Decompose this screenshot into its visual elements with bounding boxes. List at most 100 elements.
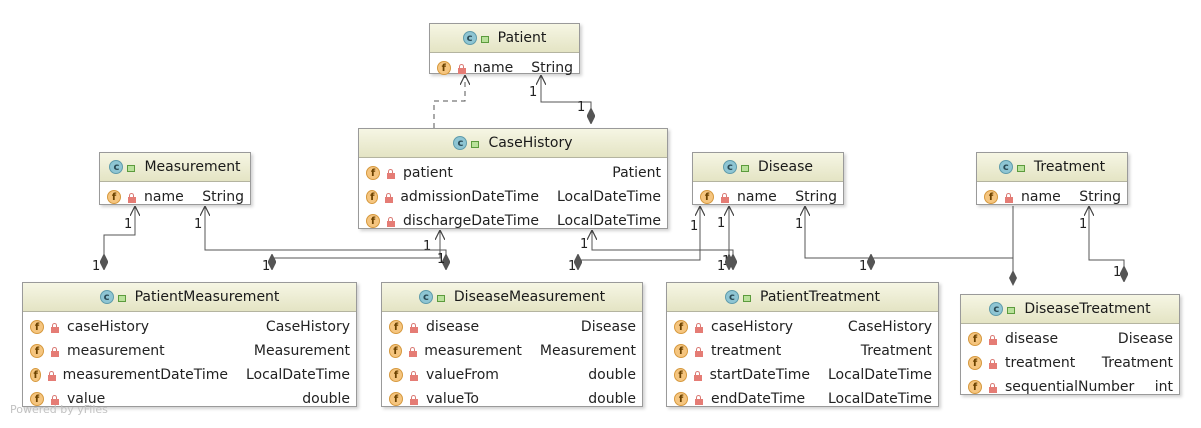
field-type: CaseHistory bbox=[265, 319, 350, 335]
field-type: LocalDateTime bbox=[827, 367, 932, 383]
field-name: name bbox=[144, 189, 184, 205]
rel-diseasetreatment-treatment[interactable]: 11 bbox=[1079, 206, 1124, 282]
rel-diseasemeasurement-measurement[interactable]: 11 bbox=[194, 206, 446, 270]
class-icon: c bbox=[99, 290, 114, 304]
field-name: measurement bbox=[424, 343, 522, 359]
source-multiplicity: 1 bbox=[92, 259, 100, 274]
rel-patientmeasurement-measurement[interactable]: 11 bbox=[92, 206, 135, 274]
field-name: admissionDateTime bbox=[400, 189, 539, 205]
field-name: sequentialNumber bbox=[1005, 379, 1135, 395]
lock-icon bbox=[410, 370, 419, 381]
rel-casehistory-patient[interactable]: 11 bbox=[529, 75, 591, 124]
source-multiplicity: 1 bbox=[717, 259, 725, 274]
field-type: Measurement bbox=[539, 343, 636, 359]
class-name: DiseaseMeasurement bbox=[453, 289, 606, 305]
rel-patientmeasurement-casehistory[interactable]: 11 bbox=[262, 230, 440, 274]
class-icon: c bbox=[722, 160, 737, 174]
lock-icon bbox=[51, 394, 60, 405]
class-icon: c bbox=[453, 136, 468, 150]
field-name: dischargeDateTime bbox=[403, 213, 539, 229]
lock-icon bbox=[695, 322, 704, 333]
rel-casehistory-patient-dependency[interactable] bbox=[433, 75, 465, 128]
field-type: LocalDateTime bbox=[556, 189, 661, 205]
source-multiplicity: 1 bbox=[577, 100, 585, 115]
field-name: name bbox=[737, 189, 777, 205]
field-type: int bbox=[1154, 379, 1173, 395]
class-icon: c bbox=[109, 160, 124, 174]
powered-by-label: Powered by yFiles bbox=[10, 403, 108, 416]
class-icon: c bbox=[725, 290, 739, 304]
lock-icon bbox=[410, 394, 419, 405]
lock-icon bbox=[457, 63, 467, 74]
field-type: Disease bbox=[1117, 331, 1173, 347]
source-multiplicity: 1 bbox=[859, 259, 867, 274]
target-multiplicity: 1 bbox=[194, 217, 202, 232]
field-type: LocalDateTime bbox=[827, 391, 932, 407]
rel-patienttreatment-treatment[interactable]: 11 bbox=[717, 206, 729, 274]
field-name: valueFrom bbox=[426, 367, 499, 383]
class-header[interactable]: c Disease bbox=[693, 153, 843, 182]
public-visibility-icon bbox=[1016, 165, 1025, 172]
field-type: LocalDateTime bbox=[245, 367, 350, 383]
rel-patienttreatment-casehistory[interactable]: 11 bbox=[580, 230, 733, 270]
rel-diseasetreatment-disease[interactable]: 11 bbox=[795, 206, 871, 274]
field-icon: f bbox=[30, 320, 44, 334]
field-name: patient bbox=[403, 165, 453, 181]
field-name: name bbox=[473, 60, 514, 76]
relation-line bbox=[433, 75, 465, 128]
relation-line bbox=[805, 206, 871, 270]
target-multiplicity: 1 bbox=[717, 216, 725, 231]
field-name: treatment bbox=[711, 343, 782, 359]
class-name: Disease bbox=[757, 159, 814, 175]
field-type: Patient bbox=[612, 165, 661, 181]
field-icon: f bbox=[389, 392, 403, 406]
field-name: measurement bbox=[67, 343, 165, 359]
field-icon: f bbox=[700, 190, 714, 204]
relation-line bbox=[104, 206, 135, 270]
public-visibility-icon bbox=[740, 165, 749, 172]
